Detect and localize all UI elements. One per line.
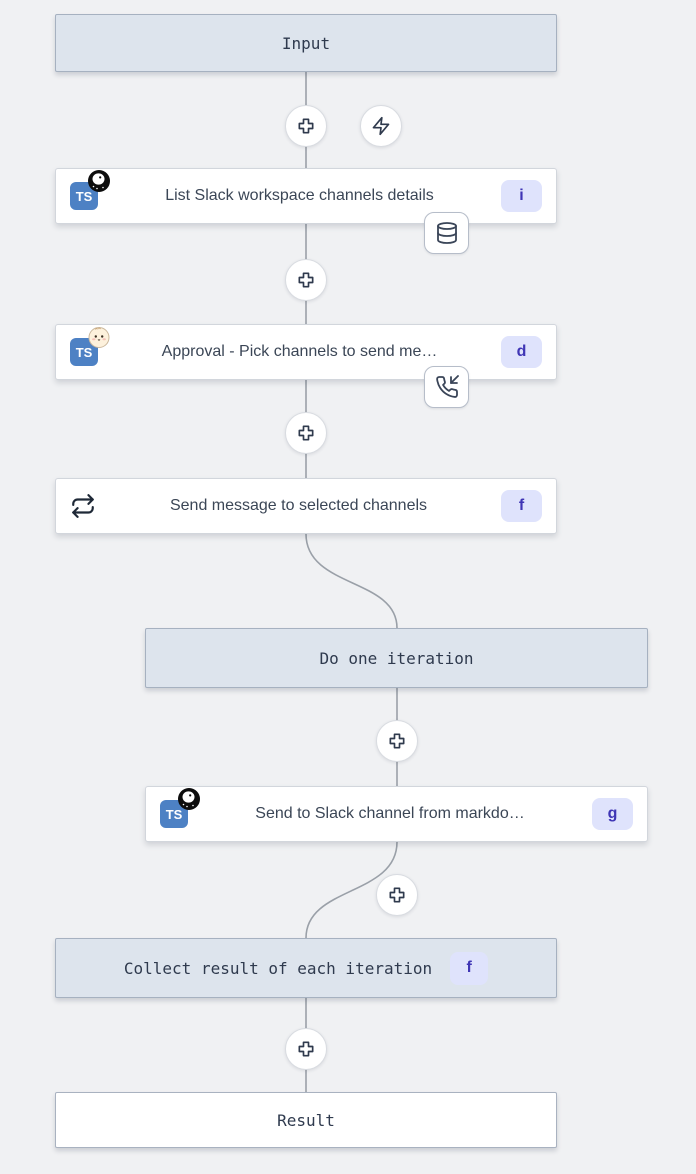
database-icon <box>436 222 457 244</box>
plus-cross-icon <box>389 887 405 903</box>
plus-cross-icon <box>298 118 314 134</box>
language-icon-wrap: TS <box>70 170 110 210</box>
add-step-button-5[interactable] <box>376 874 418 916</box>
deno-icon <box>88 170 110 192</box>
collect-result-node[interactable]: Collect result of each iteration f <box>55 938 557 998</box>
step-id-badge: f <box>501 490 542 522</box>
step-node-send-slack[interactable]: TS Send to Slack channel from markdo… g <box>145 786 648 842</box>
bun-icon <box>88 327 110 348</box>
repeat-loop-icon <box>72 494 94 518</box>
plus-cross-icon <box>298 1041 314 1057</box>
suspend-approval-button[interactable] <box>424 366 469 408</box>
step-title: List Slack workspace channels details <box>165 187 434 204</box>
step-title: Approval - Pick channels to send me… <box>161 343 438 360</box>
language-icon-wrap: TS <box>160 788 200 828</box>
input-node[interactable]: Input <box>55 14 557 72</box>
result-node[interactable]: Result <box>55 1092 557 1148</box>
iteration-label: Do one iteration <box>319 648 474 668</box>
add-step-button-2[interactable] <box>285 259 327 301</box>
input-label: Input <box>281 33 331 53</box>
plus-cross-icon <box>389 733 405 749</box>
cache-button[interactable] <box>424 212 469 254</box>
step-id-badge: d <box>501 336 542 368</box>
step-node-approval[interactable]: TS Approval - Pick channels to send me… … <box>55 324 557 380</box>
collect-label: Collect result of each iteration <box>123 958 433 978</box>
add-step-button-1[interactable] <box>285 105 327 147</box>
step-id-badge: g <box>592 798 633 830</box>
collect-id-badge: f <box>450 951 489 985</box>
step-title: Send message to selected channels <box>169 497 428 514</box>
phone-incoming-icon <box>435 375 459 398</box>
step-title: Send to Slack channel from markdo… <box>255 805 525 822</box>
plus-cross-icon <box>298 272 314 288</box>
plus-cross-icon <box>298 425 314 441</box>
iteration-header-node[interactable]: Do one iteration <box>145 628 648 688</box>
trigger-button[interactable] <box>360 105 402 147</box>
result-label: Result <box>277 1110 335 1130</box>
add-step-button-3[interactable] <box>285 412 327 454</box>
add-step-button-4[interactable] <box>376 720 418 762</box>
deno-icon <box>178 788 200 810</box>
add-step-button-6[interactable] <box>285 1028 327 1070</box>
zap-icon <box>372 116 390 136</box>
step-id-badge: i <box>501 180 542 212</box>
step-node-forloop[interactable]: Send message to selected channels f <box>55 478 557 534</box>
step-node-list-channels[interactable]: TS List Slack workspace channels details… <box>55 168 557 224</box>
language-icon-wrap: TS <box>70 327 110 366</box>
